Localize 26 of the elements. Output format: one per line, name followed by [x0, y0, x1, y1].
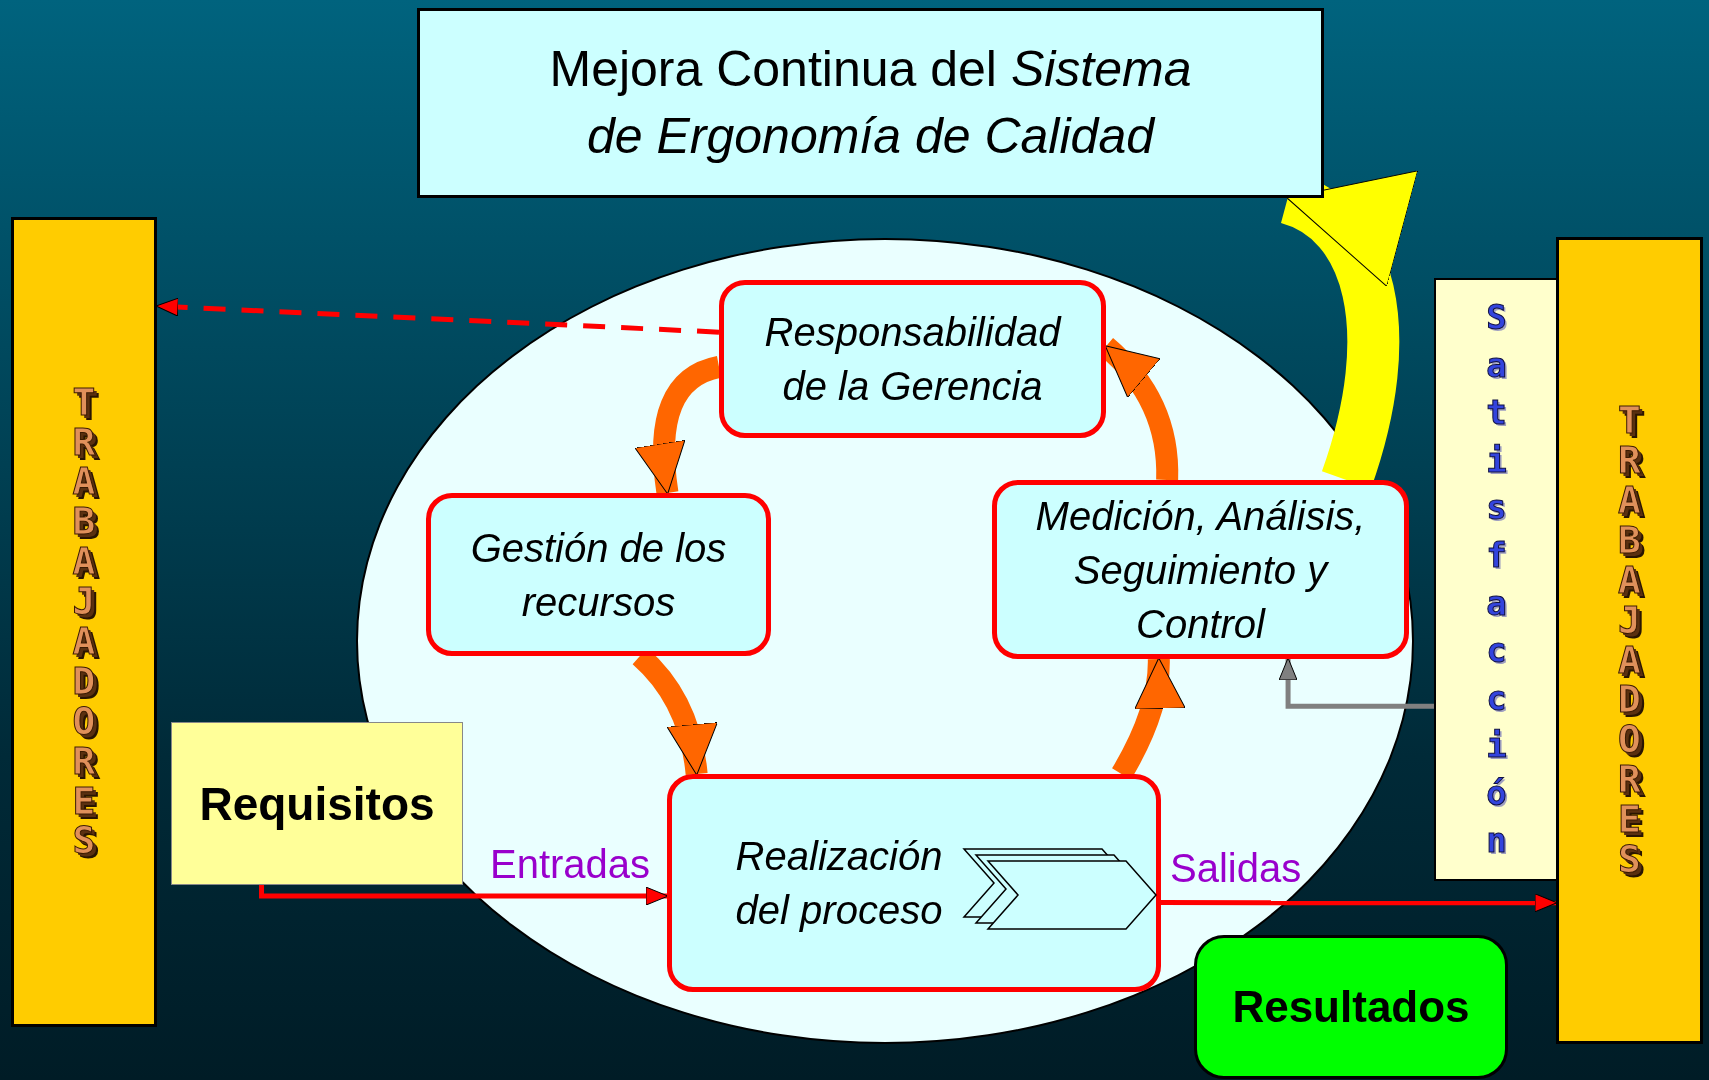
arrow: [1278, 657, 1434, 709]
workers-bar: [1556, 237, 1703, 1044]
workers-bar: [11, 217, 157, 1027]
process-box: [426, 493, 771, 656]
node-text: Satisfacción: [1485, 295, 1508, 863]
process-box: [667, 774, 1161, 992]
title-text: Mejora Continua del Sistema de Ergonomía de Calidad: [548, 39, 1193, 166]
node-text: Medición, Análisis, Seguimiento y Control: [1034, 492, 1367, 648]
arrow: [155, 297, 720, 335]
arrow: [1161, 893, 1558, 913]
process-box: [992, 480, 1409, 659]
title-box: [417, 8, 1324, 198]
requirements-box: [171, 722, 463, 885]
node-text: TRABAJADORES: [71, 382, 97, 862]
results-box: [1194, 935, 1508, 1079]
node-text: Gestión de los recursos: [469, 524, 728, 626]
node-text: Resultados: [1232, 982, 1470, 1032]
node-text: Requisitos: [199, 776, 435, 831]
arrow: [259, 885, 669, 906]
edge-label: Salidas: [1170, 846, 1302, 891]
satisfaction-bar: [1434, 278, 1559, 881]
node-text: Realización del proceso: [734, 833, 944, 934]
node-text: Responsabilidad de la Gerencia: [763, 309, 1063, 410]
process-box: [719, 280, 1106, 438]
edge-label: Entradas: [490, 842, 651, 887]
node-text: TRABAJADORES: [1617, 401, 1642, 880]
